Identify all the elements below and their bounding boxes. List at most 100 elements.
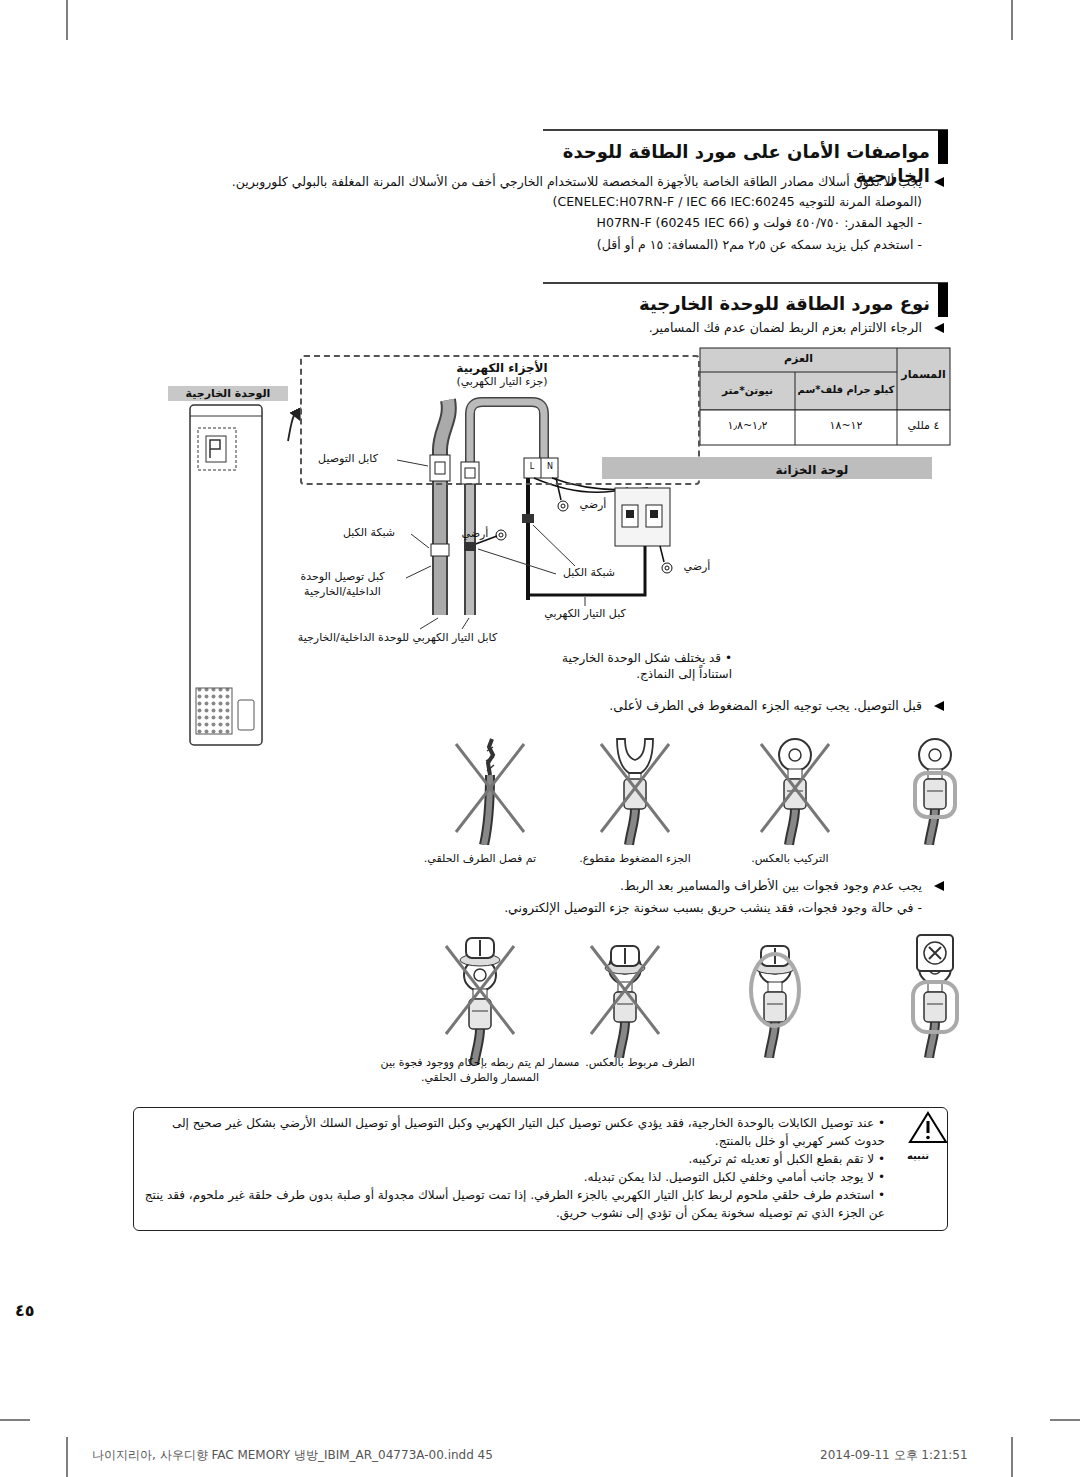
part-label: كبل التيار الكهربي xyxy=(525,607,645,622)
section-header-bar xyxy=(938,130,948,164)
caution-icon xyxy=(927,1121,930,1133)
wiring-illustration xyxy=(464,482,476,615)
figure-caption: التركيب بالعكس. xyxy=(720,852,860,867)
table-cell: نيوتن*متر xyxy=(700,383,795,397)
wiring-illustration xyxy=(622,505,638,527)
terminal-examples xyxy=(779,739,811,845)
figure-caption: الجزء المضغوط مقطوع. xyxy=(560,852,710,867)
outdoor-unit-drawing xyxy=(196,688,232,734)
figure-caption: الطرف مربوط بالعكس. xyxy=(560,1056,720,1071)
figure-caption: مسمار لم يتم ربطه بإحكام ووجود فجوة بين … xyxy=(380,1056,580,1086)
crop-marks xyxy=(67,1437,68,1477)
wiring-illustration xyxy=(524,458,558,478)
terminal-examples xyxy=(591,946,659,1034)
node-text: • استخدم طرف حلقي ملحوم لربط كابل التيار… xyxy=(144,1186,885,1222)
body-text: يجب ألا تكون أسلاك مصادر الطاقة الخاصة ب… xyxy=(90,174,922,191)
leader-lines xyxy=(585,597,586,606)
wiring-illustration xyxy=(541,458,542,478)
bullet-marker xyxy=(934,177,944,187)
crop-marks xyxy=(1012,1437,1013,1477)
node-text: الأجزاء الكهربية xyxy=(392,361,612,375)
outdoor-unit-drawing xyxy=(190,405,262,745)
wiring-illustration xyxy=(561,504,565,508)
terminal-examples xyxy=(751,954,799,1026)
section-header-bar xyxy=(543,129,948,131)
panel-label-box: لوحة الخزانة xyxy=(602,457,932,479)
wiring-illustration xyxy=(430,400,672,615)
torque-table xyxy=(897,348,898,445)
caution-box: تنبيه • عند توصيل الكابلات بالوحدة الخارج… xyxy=(133,1107,948,1231)
bullet-marker xyxy=(934,701,944,711)
wiring-illustration xyxy=(660,546,664,562)
outdoor-unit-drawing xyxy=(190,416,262,417)
table-cell: العزم xyxy=(700,352,897,367)
node-text: لوحة الخزانة xyxy=(702,463,922,477)
leader-lines xyxy=(533,525,575,566)
section-heading: نوع مورد الطاقة للوحدة الخارجية xyxy=(540,292,930,316)
terminal-examples xyxy=(915,773,955,817)
torque-table xyxy=(700,348,950,410)
wiring-illustration xyxy=(465,468,475,478)
caution-icon xyxy=(910,1113,946,1142)
table-cell: ٤ مللي xyxy=(897,419,950,434)
outdoor-unit-drawing xyxy=(238,700,254,730)
section-header-bar xyxy=(938,283,948,317)
node-text: الوحدة الخارجية xyxy=(168,386,288,401)
crop-marks xyxy=(0,1420,30,1421)
terminal-examples xyxy=(460,938,500,966)
part-label: أرضي xyxy=(676,560,718,575)
node-text: • عند توصيل الكابلات بالوحدة الخارجية، ف… xyxy=(144,1114,885,1150)
terminal-examples xyxy=(919,739,951,845)
part-label: شبكة الكبل xyxy=(328,526,410,541)
terminal-pin: N xyxy=(543,462,557,473)
bullet-marker xyxy=(934,881,944,891)
body-text: يجب عدم وجود فجوات بين الأطراف والمسامير… xyxy=(90,878,922,895)
connector-arrow xyxy=(288,414,300,441)
wiring-illustration xyxy=(440,400,449,615)
leader-lines xyxy=(406,566,431,578)
body-text: - الجهد المقدر: ٤٥٠/٧٥٠ فولت و H07RN-F (… xyxy=(90,215,922,232)
leader-lines xyxy=(397,460,585,629)
figure-caption: تم فصل الطرف الحلقي. xyxy=(405,852,555,867)
terminal-examples xyxy=(761,744,829,832)
wiring-illustration xyxy=(430,455,450,481)
torque-table xyxy=(795,372,796,445)
node-text: • لا تقم بقطع الكبل أو تعديله ثم تركيبه. xyxy=(144,1150,885,1168)
crop-marks xyxy=(1012,0,1013,40)
torque-table xyxy=(700,348,950,445)
part-label: كبل توصيل الوحدة الداخلية/الخارجية xyxy=(280,570,405,600)
terminal-examples xyxy=(456,744,524,832)
crop-marks xyxy=(67,0,68,40)
wiring-illustration xyxy=(496,530,506,540)
body-text: (الموصلة المرنة للتوجيه CENELEC:H07RN-F … xyxy=(90,194,922,211)
body-text: قبل التوصيل. يجب توجيه الجزء المضغوط في … xyxy=(90,698,922,715)
outdoor-unit-drawing xyxy=(210,440,220,458)
terminal-examples xyxy=(446,946,514,1034)
leader-lines xyxy=(462,618,469,629)
leader-lines xyxy=(397,460,428,466)
page-number: ٤٥ xyxy=(15,1300,65,1322)
part-label: أرضي xyxy=(455,527,495,542)
leader-lines xyxy=(411,534,429,548)
part-label: أرضي xyxy=(572,498,614,513)
electrical-parts-box: الأجزاء الكهربية(جزء التيار الكهربي)لوحة… xyxy=(300,355,700,485)
outdoor-unit: الوحدة الخارجية xyxy=(168,386,288,746)
caution-icon xyxy=(926,1136,930,1140)
wiring-illustration xyxy=(464,542,476,551)
outdoor-unit-drawing xyxy=(198,428,236,470)
leader-lines xyxy=(420,618,438,629)
terminal-examples xyxy=(917,935,953,971)
note-text: • قد يختلف شكل الوحدة الخارجية استناداً … xyxy=(532,650,732,682)
node-text: تنبيه xyxy=(893,1148,943,1163)
terminal-examples xyxy=(617,739,653,845)
wiring-illustration xyxy=(626,510,634,518)
leader-lines xyxy=(478,549,556,574)
wiring-illustration xyxy=(650,510,658,518)
terminal-pin: L xyxy=(525,462,539,473)
wiring-illustration xyxy=(461,462,479,484)
table-cell: ١٢~١٨ xyxy=(795,419,897,434)
body-text: - في حالة وجود فجوات، فقد ينشب حريق بسبب… xyxy=(90,900,922,917)
crop-marks xyxy=(1050,1420,1080,1421)
torque-table xyxy=(700,410,950,445)
wiring-illustration xyxy=(646,505,662,527)
